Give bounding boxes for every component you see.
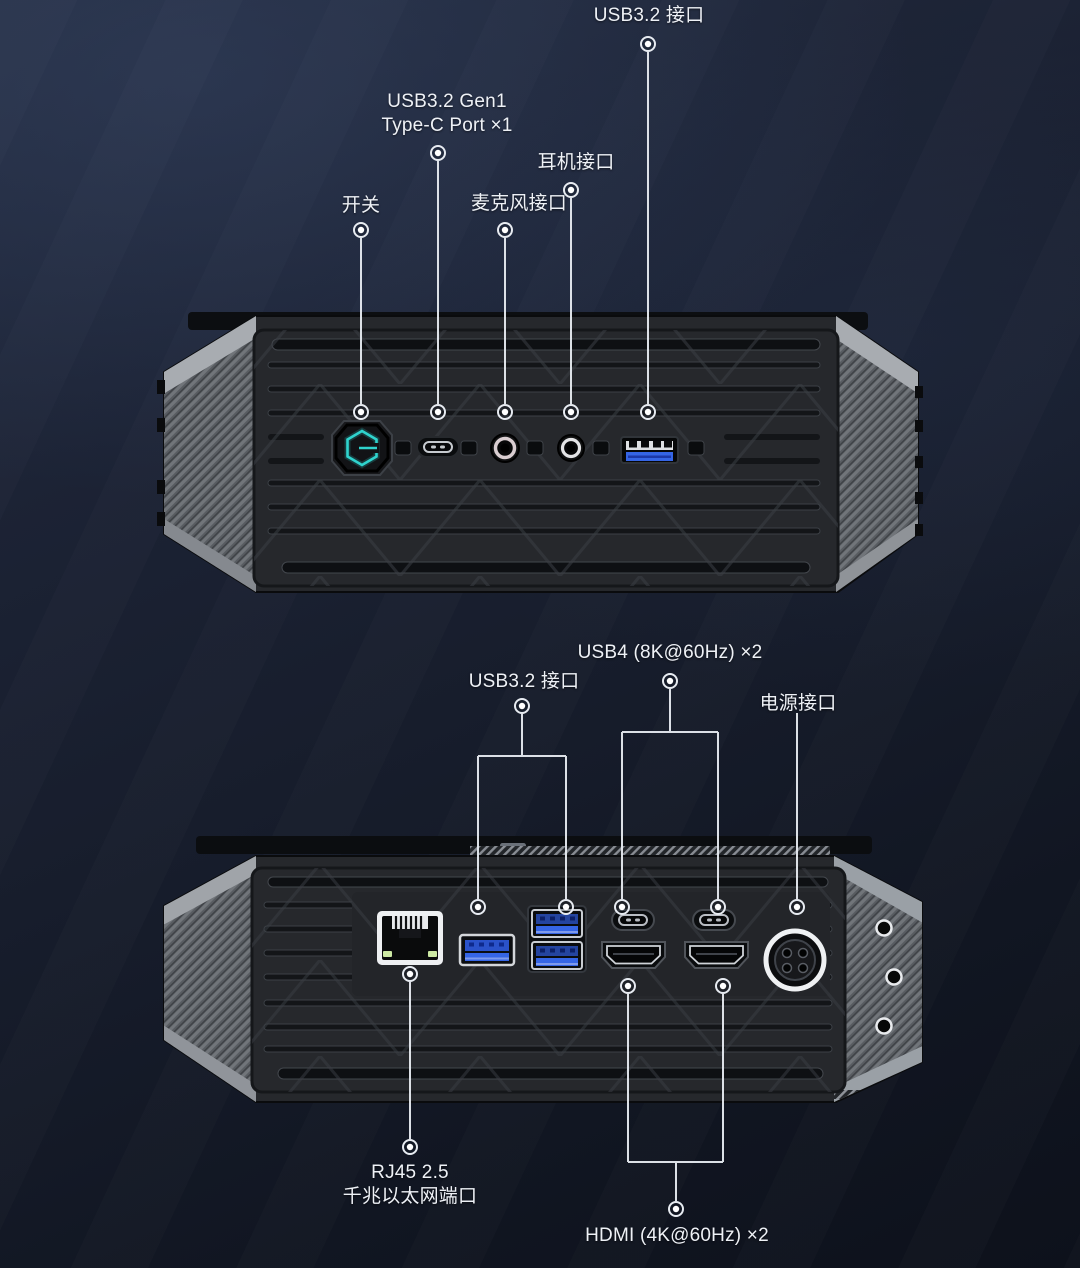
label-hdmi: HDMI (4K@60Hz) ×2 [585, 1225, 769, 1246]
front-left-cap [164, 316, 256, 592]
usb4-type-c-port-1 [611, 909, 655, 931]
side-vent-holes [875, 919, 903, 1035]
label-mic: 麦克风接口 [470, 193, 568, 214]
usb-a-port-rear-single [458, 933, 516, 967]
label-headphone: 耳机接口 [537, 152, 615, 173]
label-rj45-line2: 千兆以太网端口 [342, 1185, 478, 1207]
front-edge-notches [157, 380, 923, 536]
label-rj45-line1: RJ45 2.5 [371, 1162, 449, 1183]
front-dash-slots [394, 440, 705, 456]
front-device [157, 312, 923, 593]
rj45-led-left [383, 951, 392, 957]
label-typec-line1: USB3.2 Gen1 [387, 91, 507, 112]
label-usb32-front: USB3.2 接口 [593, 5, 705, 26]
callout-bracket-usb4 [621, 689, 719, 899]
usb-a-dual-port [527, 905, 587, 973]
label-power-switch: 开关 [341, 195, 381, 216]
label-power-in: 电源接口 [759, 693, 837, 714]
mic-jack [490, 433, 520, 463]
label-typec-line2: Type-C Port ×1 [381, 114, 513, 136]
callout-bracket-hdmi [627, 994, 724, 1201]
power-button [331, 420, 393, 476]
label-rj45: RJ45 2.5 千兆以太网端口 [343, 1161, 477, 1209]
rear-device [163, 836, 923, 1103]
usb4-type-c-port-2 [692, 909, 736, 931]
hdmi-port-2 [684, 941, 749, 969]
label-typec-front: USB3.2 Gen1 Type-C Port ×1 [381, 90, 512, 138]
rj45-led-right [428, 951, 437, 957]
hdmi-port-1 [601, 941, 666, 969]
usb-a-port-rear-bottom [531, 941, 583, 970]
usb-a-port-front [620, 436, 679, 464]
rj45-port [377, 911, 443, 965]
headphone-jack [557, 434, 585, 462]
usb-c-port-front [416, 436, 460, 458]
power-logo-icon [346, 429, 378, 467]
usb-a-port-rear-top [531, 909, 583, 938]
dc-power-port [763, 928, 827, 992]
callout-bracket-usb32-rear [477, 714, 567, 899]
label-usb4: USB4 (8K@60Hz) ×2 [577, 642, 763, 663]
label-usb32-rear: USB3.2 接口 [468, 671, 580, 692]
callout-lines [360, 52, 798, 1201]
